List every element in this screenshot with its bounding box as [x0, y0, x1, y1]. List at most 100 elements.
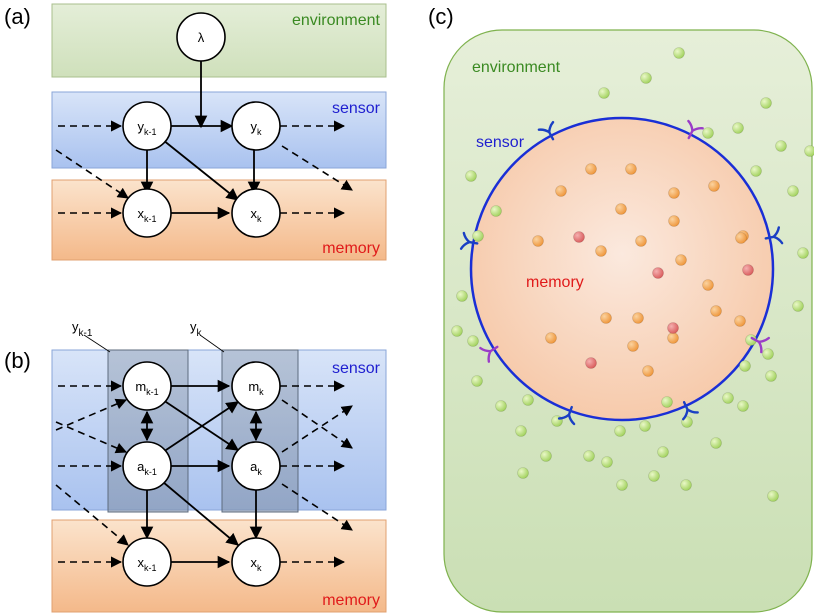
- environment-label-c: environment: [472, 59, 561, 76]
- memory-particle: [710, 305, 722, 317]
- environment-particle: [451, 325, 463, 337]
- memory-particle: [625, 163, 637, 175]
- environment-particle: [702, 127, 714, 139]
- memory-particle: [702, 279, 714, 291]
- environment-particle: [760, 97, 772, 109]
- environment-particle: [640, 72, 652, 84]
- svg-text:yk-1: yk-1: [72, 319, 93, 339]
- receptor-icon: [557, 405, 576, 426]
- environment-particle: [792, 300, 804, 312]
- node-y-k-a: yk: [231, 101, 281, 151]
- environment-particle: [657, 446, 669, 458]
- environment-particle: [517, 467, 529, 479]
- environment-particle: [767, 490, 779, 502]
- environment-particle: [471, 375, 483, 387]
- receptor-icon: [750, 336, 770, 354]
- environment-particle: [614, 425, 626, 437]
- group-label-y-prev: yk-1: [72, 319, 111, 353]
- environment-particle: [750, 165, 762, 177]
- memory-particle: [734, 315, 746, 327]
- environment-particle: [732, 122, 744, 134]
- environment-particle: [515, 425, 527, 437]
- memory-particle: [532, 235, 544, 247]
- svg-text:ak: ak: [250, 459, 262, 477]
- node-m-prev: mk-1: [122, 361, 172, 411]
- sensor-band-a: [51, 91, 387, 169]
- environment-particle: [739, 360, 751, 372]
- receptor-icon: [764, 226, 784, 245]
- cell-membrane: [469, 116, 775, 422]
- svg-text:xk-1: xk-1: [137, 206, 156, 224]
- memory-label-b: memory: [322, 592, 380, 609]
- memory-label-a: memory: [322, 240, 380, 257]
- environment-particle: [472, 230, 484, 242]
- node-a-k: ak: [231, 441, 281, 491]
- node-x-k-a: xk: [231, 188, 281, 238]
- environment-particle: [598, 87, 610, 99]
- memory-band-a: [51, 179, 387, 261]
- node-lambda: λ: [176, 12, 226, 62]
- receptors: [459, 119, 784, 426]
- memory-particle: [668, 187, 680, 199]
- environment-particle: [737, 400, 749, 412]
- receptor-icon: [537, 121, 555, 141]
- memory-particle: [595, 245, 607, 257]
- sensor-label-a: sensor: [332, 100, 381, 117]
- environment-particle: [765, 370, 777, 382]
- svg-text:mk-1: mk-1: [135, 379, 158, 397]
- edges-b: [55, 379, 353, 569]
- memory-particle: [600, 312, 612, 324]
- environment-particle: [495, 400, 507, 412]
- receptor-icon: [479, 345, 499, 363]
- svg-text:λ: λ: [198, 30, 205, 45]
- panel-c-label: (c): [428, 4, 454, 29]
- environment-particle: [583, 450, 595, 462]
- panel-b-label: (b): [4, 348, 31, 373]
- svg-text:xk: xk: [251, 555, 263, 573]
- environment-particle: [465, 170, 477, 182]
- environment-particle: [797, 247, 809, 259]
- svg-text:yk: yk: [190, 319, 203, 339]
- memory-particle: [675, 254, 687, 266]
- svg-text:ak-1: ak-1: [137, 459, 157, 477]
- receptor-icon: [682, 401, 699, 421]
- memory-particle: [668, 215, 680, 227]
- svg-text:yk: yk: [251, 119, 263, 137]
- environment-particle: [804, 145, 814, 157]
- memory-particle-active: [667, 322, 679, 334]
- environment-particle: [467, 335, 479, 347]
- environment-particle: [639, 420, 651, 432]
- memory-particle: [555, 185, 567, 197]
- memory-particle: [667, 332, 679, 344]
- memory-particle: [708, 180, 720, 192]
- sensor-label-b: sensor: [332, 360, 381, 377]
- node-a-prev: ak-1: [122, 441, 172, 491]
- environment-particle: [710, 437, 722, 449]
- environment-particle: [722, 392, 734, 404]
- receptor-icon: [459, 231, 479, 250]
- memory-particle-active: [573, 231, 585, 243]
- memory-particle: [615, 203, 627, 215]
- panel-a-label: (a): [4, 4, 31, 29]
- memory-particle: [735, 232, 747, 244]
- environment-particle: [616, 479, 628, 491]
- node-y-prev-a: yk-1: [122, 101, 172, 151]
- memory-particle-active: [585, 357, 597, 369]
- group-label-y-k: yk: [190, 319, 225, 353]
- node-x-prev-a: xk-1: [122, 188, 172, 238]
- environment-particle: [490, 205, 502, 217]
- memory-particle: [627, 340, 639, 352]
- svg-text:mk: mk: [248, 379, 264, 397]
- node-x-k-b: xk: [231, 537, 281, 587]
- memory-particle-active: [652, 267, 664, 279]
- sensor-label-c: sensor: [476, 134, 525, 151]
- environment-particle: [680, 479, 692, 491]
- memory-particle: [585, 163, 597, 175]
- environment-particle: [456, 290, 468, 302]
- node-x-prev-b: xk-1: [122, 537, 172, 587]
- svg-text:xk: xk: [251, 206, 263, 224]
- svg-text:xk-1: xk-1: [137, 555, 156, 573]
- memory-particle: [642, 365, 654, 377]
- environment-particle: [775, 140, 787, 152]
